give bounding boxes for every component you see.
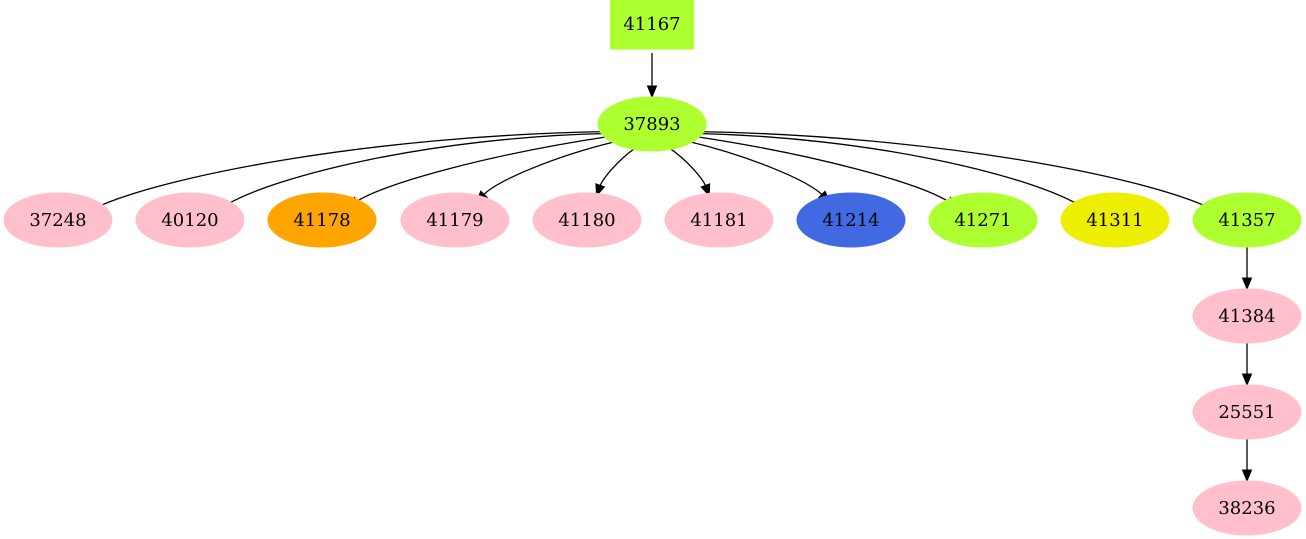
node-41384[interactable]: 41384 [1192, 288, 1302, 344]
arrowhead [646, 85, 658, 99]
node-41180[interactable]: 41180 [532, 192, 642, 248]
node-41271[interactable]: 41271 [928, 192, 1038, 248]
edge-41167-37893 [646, 53, 658, 99]
node-ellipse [1192, 384, 1302, 440]
arrowhead [1241, 373, 1253, 387]
edge-41357-41384 [1241, 247, 1253, 291]
edge-line [225, 132, 607, 206]
node-ellipse [664, 192, 774, 248]
node-40120[interactable]: 40120 [135, 192, 245, 248]
node-ellipse [400, 192, 510, 248]
node-label: 37893 [623, 114, 680, 135]
edge-line [599, 146, 637, 187]
node-41311[interactable]: 41311 [1060, 192, 1170, 248]
nodes-layer: 41167 37893 37248 40120 41178 41179 41180 41181… [3, 0, 1302, 536]
edge-line [482, 140, 617, 196]
arrowhead [700, 183, 711, 198]
edge-line [694, 135, 950, 203]
edge-37893-41180 [595, 146, 637, 197]
edge-line [668, 146, 707, 187]
edge-25551-38236 [1241, 439, 1253, 483]
node-38236[interactable]: 38236 [1192, 480, 1302, 536]
node-ellipse [532, 192, 642, 248]
node-41357[interactable]: 41357 [1192, 192, 1302, 248]
node-ellipse [3, 192, 113, 248]
edge-line [699, 130, 1210, 209]
node-label: 41271 [954, 210, 1011, 231]
edge-37893-41181 [668, 146, 711, 198]
arrowhead [1241, 277, 1253, 291]
node-25551[interactable]: 25551 [1192, 384, 1302, 440]
edge-line [355, 135, 610, 203]
arrowhead [1241, 469, 1253, 483]
node-label: 41180 [558, 210, 615, 231]
node-41214[interactable]: 41214 [796, 192, 906, 248]
node-box [610, 0, 694, 50]
arrowhead [595, 183, 606, 197]
node-label: 41357 [1218, 210, 1275, 231]
node-41179[interactable]: 41179 [400, 192, 510, 248]
edge-37893-40120 [216, 132, 607, 211]
node-41167[interactable]: 41167 [610, 0, 694, 50]
edge-line [95, 130, 605, 209]
node-label: 41214 [822, 210, 879, 231]
edge-41384-25551 [1241, 343, 1253, 387]
node-label: 38236 [1218, 498, 1275, 519]
node-label: 41384 [1218, 306, 1275, 327]
edge-line [687, 140, 824, 196]
node-37893[interactable]: 37893 [597, 96, 707, 152]
node-ellipse [267, 192, 377, 248]
node-label: 41181 [690, 210, 747, 231]
node-41181[interactable]: 41181 [664, 192, 774, 248]
node-ellipse [135, 192, 245, 248]
node-label: 41167 [623, 14, 680, 35]
node-ellipse [796, 192, 906, 248]
node-ellipse [1192, 192, 1302, 248]
node-label: 41178 [293, 210, 350, 231]
node-ellipse [1060, 192, 1170, 248]
node-label: 25551 [1218, 402, 1275, 423]
node-ellipse [928, 192, 1038, 248]
node-41178[interactable]: 41178 [267, 192, 377, 248]
node-37248[interactable]: 37248 [3, 192, 113, 248]
node-ellipse [1192, 288, 1302, 344]
node-label: 41311 [1086, 210, 1143, 231]
node-label: 40120 [161, 210, 218, 231]
node-ellipse [1192, 480, 1302, 536]
node-ellipse [597, 96, 707, 152]
edge-line [697, 132, 1080, 206]
edge-37893-41311 [697, 132, 1089, 211]
node-label: 37248 [29, 210, 86, 231]
node-label: 41179 [426, 210, 483, 231]
